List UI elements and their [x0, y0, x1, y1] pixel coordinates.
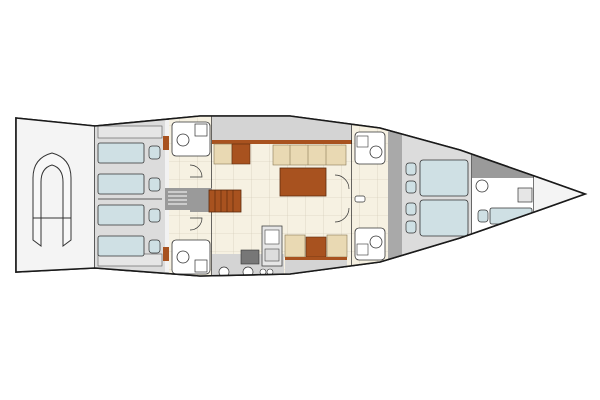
forward-heads — [334, 116, 402, 276]
settee — [272, 144, 347, 166]
berth — [97, 142, 145, 257]
stern-deck — [16, 116, 96, 276]
aft-cabins — [95, 116, 169, 276]
dining-table — [279, 167, 327, 197]
galley — [212, 225, 284, 276]
saloon — [190, 116, 353, 276]
bow-locker — [534, 150, 585, 240]
crew-cabin — [472, 150, 535, 240]
companionway-steps — [190, 188, 242, 213]
pillow — [148, 145, 161, 254]
dinghy-tender — [32, 152, 72, 247]
